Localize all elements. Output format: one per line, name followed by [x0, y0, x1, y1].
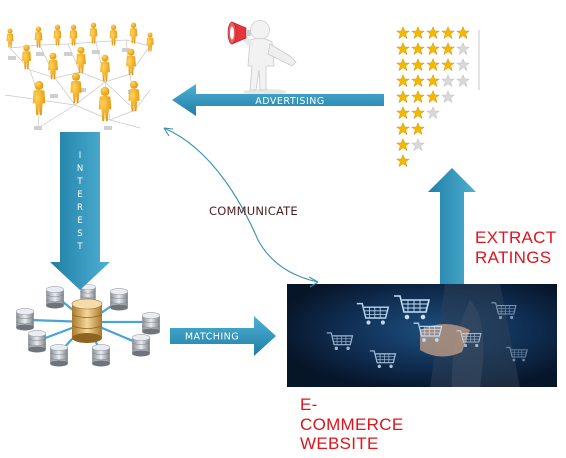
interest-letter: E	[77, 216, 83, 226]
interest-letter: N	[76, 164, 84, 174]
extract-label-line2: RATINGS	[475, 247, 552, 267]
interest-letter: R	[77, 203, 83, 213]
advertising-arrow: ADVERTISING	[172, 84, 384, 116]
star-ratings-icon	[396, 26, 480, 167]
ecommerce-label-line2: COMMERCE	[300, 414, 404, 434]
interest-letter: T	[77, 242, 83, 252]
interest-letter: S	[77, 229, 83, 239]
interest-arrow	[50, 132, 110, 290]
ecommerce-website-label: E- COMMERCE WEBSITE	[300, 395, 403, 454]
extract-ratings-arrow	[428, 168, 476, 284]
extract-label-line1: EXTRACT	[475, 228, 557, 247]
extract-ratings-label: EXTRACT RATINGS	[475, 228, 556, 267]
megaphone-person-icon	[227, 20, 297, 95]
ecommerce-label-line1: E-	[300, 395, 318, 414]
interest-letter: T	[77, 177, 83, 187]
matching-label: MATCHING	[185, 332, 239, 343]
interest-letter: E	[77, 190, 83, 200]
database-cluster-icon	[16, 284, 160, 367]
communicate-curve	[163, 127, 319, 288]
advertising-label: ADVERTISING	[255, 96, 324, 107]
interest-letter: I	[78, 151, 82, 161]
matching-arrow: MATCHING	[170, 316, 276, 356]
people-network-icon	[4, 22, 154, 130]
communicate-label: COMMUNICATE	[209, 204, 298, 218]
ecommerce-website-image	[287, 284, 557, 387]
ecommerce-label-line3: WEBSITE	[300, 434, 379, 454]
